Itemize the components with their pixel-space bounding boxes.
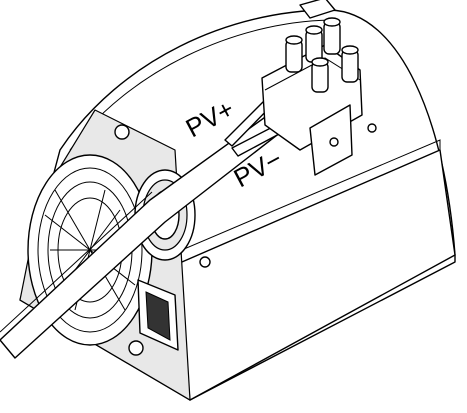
terminal-mount-hole xyxy=(329,137,339,147)
screw-hole-front xyxy=(199,256,211,268)
terminal-screws xyxy=(285,17,359,93)
top-connector-housing xyxy=(299,0,336,19)
screw-hole-bottom xyxy=(128,340,144,356)
terminal-block xyxy=(261,17,377,176)
pv-cable-edge xyxy=(0,191,153,333)
screw-hole-top xyxy=(114,124,130,140)
power-switch xyxy=(137,279,179,351)
terminal-side-hole xyxy=(367,123,377,133)
